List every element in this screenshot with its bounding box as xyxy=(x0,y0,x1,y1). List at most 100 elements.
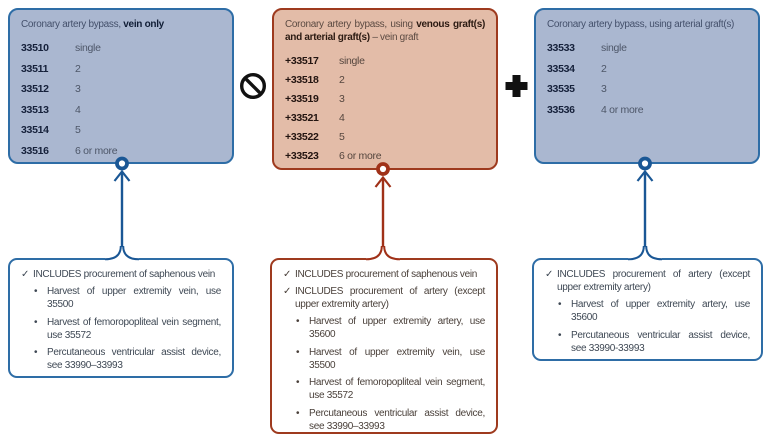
graft-count: single xyxy=(339,54,365,67)
bullet-text: Percutaneous ventricular assist device, … xyxy=(309,407,485,432)
cpt-code: +33523 xyxy=(285,149,319,162)
bullet-text: Percutaneous ventricular assist device, … xyxy=(571,329,750,354)
bullet-item: • Harvest of femoropopliteal vein segment… xyxy=(34,316,221,342)
graft-count: single xyxy=(601,42,627,55)
includes-line: ✓INCLUDES procurement of saphenous vein xyxy=(283,268,485,281)
bullet-icon: • xyxy=(558,329,562,341)
graft-count: 5 xyxy=(339,130,345,143)
graft-count: 3 xyxy=(601,83,607,96)
graft-count: 2 xyxy=(75,62,81,75)
cpt-code: +33522 xyxy=(285,130,319,143)
bullet-text: Harvest of upper extremity vein, use 355… xyxy=(47,286,221,310)
bullet-icon: • xyxy=(34,286,38,297)
cpt-code: 33533 xyxy=(547,42,575,55)
cpt-code: +33521 xyxy=(285,111,319,124)
bullet-icon: • xyxy=(558,299,562,310)
note-box-venous-and-arterial: ✓INCLUDES procurement of saphenous vein✓… xyxy=(270,258,498,434)
graft-count: single xyxy=(75,42,101,55)
code-box-vein-only: Coronary artery bypass, vein only 33510 s… xyxy=(8,8,234,164)
bullet-icon: • xyxy=(34,347,38,358)
check-icon: ✓ xyxy=(283,269,292,280)
connector-arterial-only xyxy=(627,156,663,262)
includes-text: INCLUDES procurement of saphenous vein xyxy=(33,269,216,280)
graft-count: 2 xyxy=(601,62,607,75)
arrow-up-icon xyxy=(636,169,654,182)
no-symbol-icon xyxy=(239,72,266,99)
code-box-venous-and-arterial: Coronary artery bypass, using venous gra… xyxy=(272,8,498,170)
bullet-text: Percutaneous ventricular assist device, … xyxy=(47,347,221,371)
check-icon: ✓ xyxy=(283,286,292,297)
bullet-icon: • xyxy=(296,377,300,388)
box-title: Coronary artery bypass, vein only xyxy=(21,18,221,31)
code-row: 33533 single xyxy=(547,38,747,59)
check-icon: ✓ xyxy=(21,269,30,280)
includes-line: ✓INCLUDES procurement of saphenous vein xyxy=(21,268,221,281)
graft-count: 6 or more xyxy=(75,144,118,157)
arrow-up-icon xyxy=(374,175,392,188)
graft-count: 2 xyxy=(339,73,345,86)
code-row: 33516 6 or more xyxy=(21,141,221,162)
code-row: 33511 2 xyxy=(21,59,221,80)
graft-count: 6 or more xyxy=(339,149,382,162)
box-title: Coronary artery bypass, using arterial g… xyxy=(547,18,747,31)
cpt-code: 33514 xyxy=(21,124,49,137)
box-title-bold: vein only xyxy=(123,19,164,30)
bullet-text: Harvest of upper extremity vein, use 355… xyxy=(309,346,485,371)
connector-vein-only xyxy=(104,156,140,262)
box-title: Coronary artery bypass, using venous gra… xyxy=(285,18,485,44)
cpt-code: 33516 xyxy=(21,144,49,157)
bullet-item: • Percutaneous ventricular assist device,… xyxy=(34,346,221,372)
bullet-icon: • xyxy=(296,346,300,358)
code-row: +33517 single xyxy=(285,51,485,70)
cpt-code: 33512 xyxy=(21,83,49,96)
includes-line: ✓INCLUDES procurement of artery (except … xyxy=(283,285,485,311)
box-title-regular: Coronary artery bypass, using arterial g… xyxy=(547,19,735,30)
arrow-up-icon xyxy=(113,169,131,182)
includes-text: INCLUDES procurement of artery (except u… xyxy=(295,286,485,310)
bullet-text: Harvest of femoropopliteal vein segment,… xyxy=(309,377,485,401)
graft-count: 4 or more xyxy=(601,103,644,116)
code-row: 33512 3 xyxy=(21,79,221,100)
cpt-code: 33536 xyxy=(547,103,575,116)
note-box-vein-only: ✓INCLUDES procurement of saphenous vein •… xyxy=(8,258,234,378)
code-box-arterial-only: Coronary artery bypass, using arterial g… xyxy=(534,8,760,164)
box-title-suffix: – vein graft xyxy=(369,32,419,43)
connector-venous-and-arterial xyxy=(365,162,401,262)
includes-line: ✓INCLUDES procurement of artery (except … xyxy=(545,268,750,294)
bullet-icon: • xyxy=(296,407,300,419)
bullet-item: • Harvest of upper extremity vein, use 35… xyxy=(34,285,221,311)
bullet-item: • Harvest of femoropopliteal vein segment… xyxy=(296,376,485,402)
includes-text: INCLUDES procurement of artery (except u… xyxy=(557,269,750,293)
cpt-code: +33517 xyxy=(285,54,319,67)
note-box-arterial-only: ✓INCLUDES procurement of artery (except … xyxy=(532,258,763,361)
bullet-icon: • xyxy=(296,316,300,327)
cpt-code: 33511 xyxy=(21,62,49,75)
bullet-item: • Harvest of upper extremity vein, use 35… xyxy=(296,346,485,372)
cpt-code: 33510 xyxy=(21,42,49,55)
cpt-code: +33519 xyxy=(285,92,319,105)
bullet-item: • Percutaneous ventricular assist device,… xyxy=(558,329,750,355)
bullet-item: •Harvest of upper extremity artery, use … xyxy=(558,298,750,324)
code-row: +33522 5 xyxy=(285,127,485,146)
bullet-item: • Harvest of upper extremity artery, use … xyxy=(296,315,485,341)
bullet-text: Harvest of upper extremity artery, use 3… xyxy=(309,316,485,340)
cpt-code: 33534 xyxy=(547,62,575,75)
includes-text: INCLUDES procurement of saphenous vein xyxy=(295,269,478,280)
code-row: 33534 2 xyxy=(547,59,747,80)
graft-count: 3 xyxy=(75,83,81,96)
bullet-item: • Percutaneous ventricular assist device,… xyxy=(296,407,485,433)
box-title-bold: venous graft(s) and arterial graft(s) xyxy=(285,19,485,43)
bullet-text: Harvest of femoropopliteal vein segment,… xyxy=(47,316,221,341)
graft-count: 4 xyxy=(75,103,81,116)
bullet-icon: • xyxy=(34,316,38,328)
graft-count: 5 xyxy=(75,124,81,137)
code-row: 33536 4 or more xyxy=(547,100,747,121)
